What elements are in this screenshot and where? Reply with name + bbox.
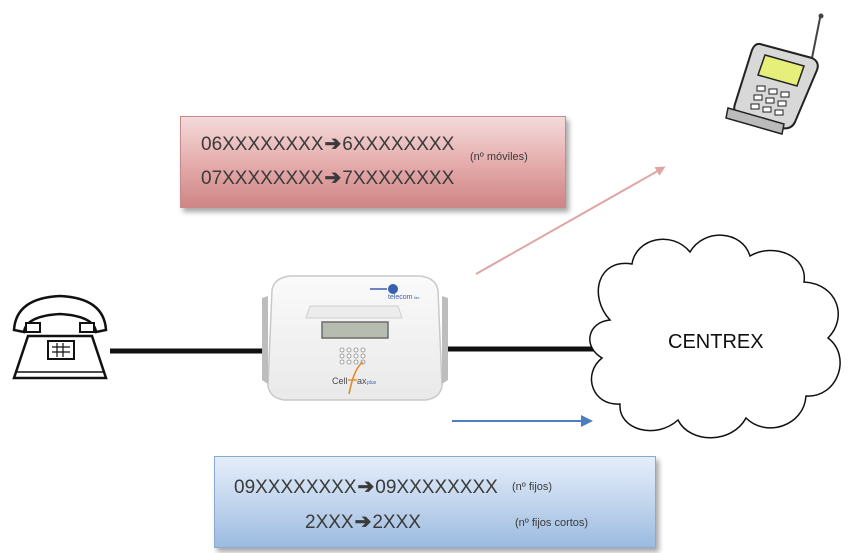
mobile-note: (nº móviles) (470, 151, 528, 163)
cellfax-device: telecom fax Cell ax plus (262, 275, 448, 401)
device-display (321, 321, 389, 339)
cellfax-logo: Cell ax plus (332, 361, 377, 395)
centrex-label: CENTREX (668, 331, 764, 353)
mobile-phone-icon (725, 13, 824, 135)
convert-arrow-icon: ➔ (357, 476, 375, 498)
cellfax-logo-plus: plus (367, 380, 377, 386)
convert-arrow-icon: ➔ (324, 133, 342, 155)
convert-arrow-icon: ➔ (324, 167, 342, 189)
fixed-rule-2-from: 2XXX (305, 512, 354, 533)
fixed-numbers-box: 09XXXXXXXX➔09XXXXXXXX (nº fijos) 2XXX➔2X… (214, 456, 656, 548)
cellfax-logo-fax: ax (357, 376, 367, 386)
mobile-rule-1-from: 06XXXXXXXX (201, 134, 324, 155)
centrex-cloud (589, 234, 841, 439)
telecom-logo-suffix: fax (414, 295, 419, 300)
mobile-numbers-box: 06XXXXXXXX➔6XXXXXXXX (nº móviles) 07XXXX… (180, 116, 566, 208)
mobile-rule-2-from: 07XXXXXXXX (201, 168, 324, 189)
desk-telephone-icon (12, 294, 108, 380)
short-fixed-note: (nº fijos cortos) (515, 517, 589, 529)
fixed-rule-2-to: 2XXX (372, 512, 421, 533)
mobile-rule-2: 07XXXXXXXX➔7XXXXXXXX (201, 165, 454, 190)
fixed-note: (nº fijos) (512, 481, 553, 493)
fixed-rule-1-to: 09XXXXXXXX (375, 477, 498, 498)
cellfax-logo-cell: Cell (332, 376, 348, 386)
mobile-rule-2-to: 7XXXXXXXX (342, 168, 455, 189)
telecom-logo: telecom fax (370, 284, 419, 301)
mobile-rule-1-to: 6XXXXXXXX (342, 134, 455, 155)
convert-arrow-icon: ➔ (354, 511, 372, 533)
mobile-route-arrow (475, 166, 666, 275)
telecom-logo-text: telecom (388, 294, 413, 301)
mobile-rule-1: 06XXXXXXXX➔6XXXXXXXX (201, 131, 454, 156)
fixed-rule-1: 09XXXXXXXX➔09XXXXXXXX (234, 474, 498, 499)
fixed-rule-2: 2XXX➔2XXX (305, 509, 421, 534)
fixed-rule-1-from: 09XXXXXXXX (234, 477, 357, 498)
